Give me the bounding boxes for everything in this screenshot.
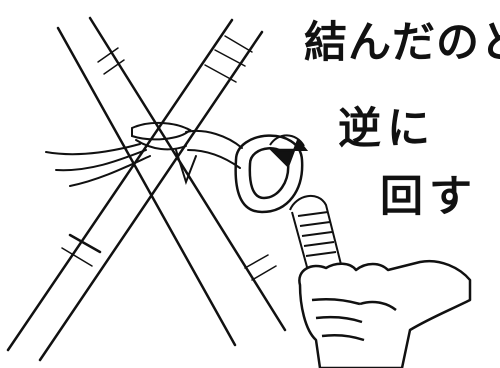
rotation-arrow-icon bbox=[269, 134, 309, 151]
rope-lashing-icon bbox=[45, 122, 243, 187]
caption-line-2: 逆に bbox=[338, 104, 436, 154]
hand-icon bbox=[298, 259, 472, 368]
caption-line-1: 結んだのと bbox=[304, 18, 500, 68]
carabiner-icon bbox=[234, 134, 304, 214]
bamboo-pole-icon bbox=[56, 16, 287, 347]
caption-line-3: 回す bbox=[380, 172, 478, 222]
bamboo-pole-icon bbox=[6, 18, 264, 362]
